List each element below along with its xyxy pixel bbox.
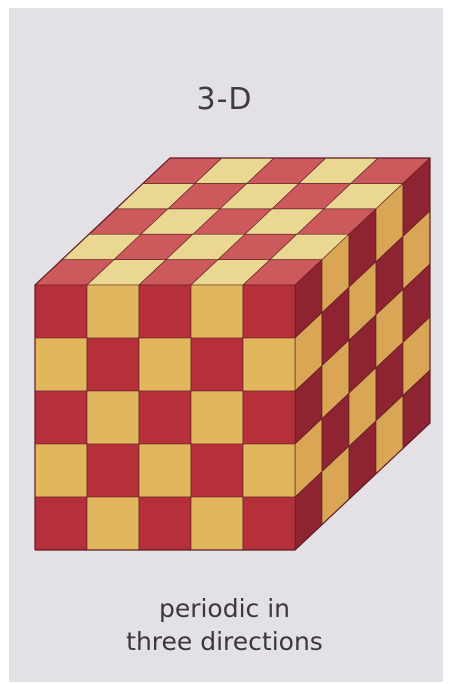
- front-face-cell: [35, 338, 87, 391]
- front-face-cell: [35, 391, 87, 444]
- front-face-cell: [243, 444, 295, 497]
- front-face-cell: [191, 285, 243, 338]
- front-face-cell: [87, 444, 139, 497]
- front-face-cell: [139, 391, 191, 444]
- front-face-cell: [87, 497, 139, 550]
- front-face-cell: [191, 391, 243, 444]
- front-face-cell: [139, 285, 191, 338]
- front-face-cell: [191, 338, 243, 391]
- front-face-cell: [243, 338, 295, 391]
- front-face-cell: [243, 497, 295, 550]
- front-face-cell: [243, 391, 295, 444]
- caption-line-1: periodic in: [0, 592, 449, 625]
- front-face-cell: [191, 444, 243, 497]
- caption-line-2: three directions: [0, 625, 449, 658]
- caption: periodic in three directions: [0, 592, 449, 658]
- front-face-cell: [87, 338, 139, 391]
- front-face-cell: [191, 497, 243, 550]
- front-face-cell: [243, 285, 295, 338]
- front-face-cell: [87, 285, 139, 338]
- front-face-cell: [139, 444, 191, 497]
- front-face-cell: [139, 338, 191, 391]
- front-face-cell: [35, 444, 87, 497]
- front-face-cell: [35, 497, 87, 550]
- front-face-cell: [139, 497, 191, 550]
- front-face-cell: [87, 391, 139, 444]
- front-face-cell: [35, 285, 87, 338]
